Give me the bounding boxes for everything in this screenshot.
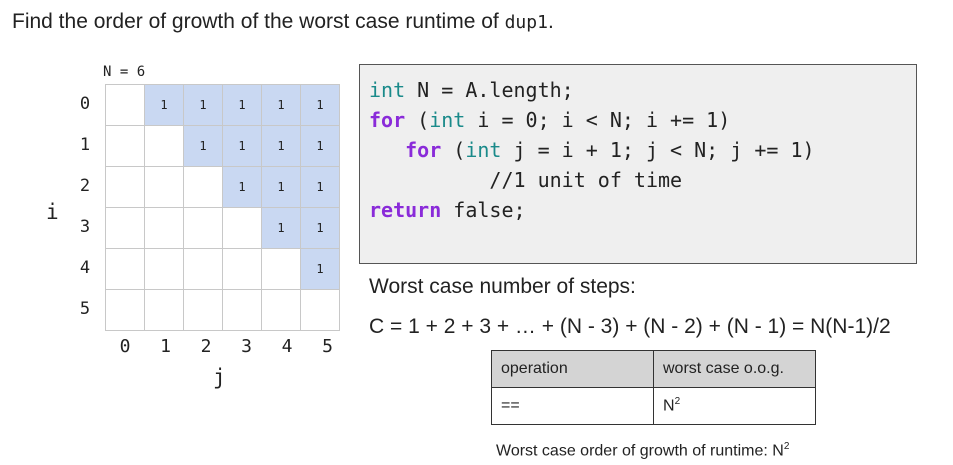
- grid-cell-empty: [106, 249, 145, 290]
- code-token: int: [369, 78, 406, 102]
- grid-cell-filled: 1: [223, 85, 262, 126]
- grid-cell-filled: 1: [262, 167, 301, 208]
- caption-exponent: 2: [783, 441, 790, 452]
- grid-cell-filled: 1: [262, 126, 301, 167]
- n-label: N = 6: [103, 64, 146, 80]
- row-label: 4: [79, 258, 91, 278]
- title-suffix: .: [547, 10, 554, 33]
- grid-cell-empty: [106, 85, 145, 126]
- table-header: operation: [491, 350, 654, 388]
- grid-cell-filled: 1: [301, 208, 340, 249]
- grid-cell-filled: 1: [184, 85, 223, 126]
- page-title: Find the order of growth of the worst ca…: [12, 10, 554, 34]
- col-label: 4: [281, 336, 293, 357]
- code-token: int: [429, 108, 466, 132]
- caption-text: Worst case order of growth of runtime: N: [496, 442, 784, 460]
- row-label: 0: [79, 94, 91, 114]
- grid-cell-empty: [223, 208, 262, 249]
- grid-cell-empty: [106, 126, 145, 167]
- grid-cell-filled: 1: [301, 167, 340, 208]
- grid-cell-empty: [223, 290, 262, 331]
- code-token: [369, 138, 405, 162]
- grid-cell-empty: [145, 126, 184, 167]
- grid-cell-empty: [106, 208, 145, 249]
- grid-cell-empty: [262, 249, 301, 290]
- code-token: false;: [441, 198, 526, 222]
- grid-cell-empty: [184, 167, 223, 208]
- code-token: for: [405, 138, 442, 162]
- grid-cell-filled: 1: [262, 85, 301, 126]
- grid-cell-filled: 1: [223, 126, 262, 167]
- row-label: 3: [79, 217, 91, 237]
- code-token: int: [465, 138, 502, 162]
- grid-cell-filled: 1: [301, 126, 340, 167]
- col-label: 3: [241, 336, 252, 357]
- row-label: 1: [79, 135, 91, 155]
- worst-case-label: Worst case number of steps:: [369, 275, 636, 298]
- grid-cell-empty: [106, 167, 145, 208]
- code-token: N = A.length;: [405, 78, 574, 102]
- grid-cell-empty: [223, 249, 262, 290]
- code-line: for (int i = 0; i < N; i += 1): [369, 105, 916, 135]
- grid-cell-filled: 1: [223, 167, 262, 208]
- grid-cell-empty: [262, 290, 301, 331]
- code-token: for: [369, 108, 406, 132]
- code-line: int N = A.length;: [369, 75, 916, 105]
- oog-exponent: 2: [674, 396, 681, 408]
- row-label: 2: [79, 176, 91, 196]
- grid-cell-empty: [301, 290, 340, 331]
- row-axis-label: i: [46, 200, 59, 224]
- table-header-row: operation worst case o.o.g.: [491, 350, 816, 388]
- grid-cell-filled: 1: [262, 208, 301, 249]
- code-token: (: [405, 108, 430, 132]
- grid-cell-empty: [145, 208, 184, 249]
- code-token: j = i + 1; j < N; j += 1): [501, 138, 815, 162]
- grid-cell-filled: 1: [145, 85, 184, 126]
- col-label: 2: [200, 336, 212, 357]
- code-token: //1 unit of time: [369, 168, 683, 192]
- step-formula: C = 1 + 2 + 3 + … + (N - 3) + (N - 2) + …: [369, 315, 891, 338]
- table-row: == N2: [491, 387, 816, 425]
- grid-cell-empty: [145, 249, 184, 290]
- grid-cell-filled: 1: [184, 126, 223, 167]
- oog-base: N: [663, 397, 675, 415]
- table-header: worst case o.o.g.: [653, 350, 816, 388]
- table-cell-oog: N2: [653, 387, 816, 425]
- col-label: 1: [160, 336, 171, 357]
- grid-cell-empty: [106, 290, 145, 331]
- order-of-growth-table: operation worst case o.o.g. == N2: [491, 350, 816, 425]
- code-line: for (int j = i + 1; j < N; j += 1): [369, 135, 916, 165]
- grid-cell-empty: [184, 290, 223, 331]
- code-block: int N = A.length;for (int i = 0; i < N; …: [359, 64, 917, 264]
- code-line: //1 unit of time: [369, 165, 916, 195]
- runtime-caption: Worst case order of growth of runtime: N…: [496, 441, 789, 460]
- code-token: i = 0; i < N; i += 1): [465, 108, 731, 132]
- grid-cell-empty: [184, 249, 223, 290]
- table-cell-operation: ==: [491, 387, 654, 425]
- grid-cell-empty: [145, 290, 184, 331]
- col-label: 0: [119, 336, 131, 357]
- col-axis-label: j: [213, 365, 226, 389]
- row-label: 5: [79, 299, 91, 319]
- code-token: (: [441, 138, 466, 162]
- grid-cell-empty: [145, 167, 184, 208]
- title-prefix: Find the order of growth of the worst ca…: [12, 10, 505, 33]
- code-line: return false;: [369, 195, 916, 225]
- grid-cell-filled: 1: [301, 249, 340, 290]
- grid-cell-filled: 1: [301, 85, 340, 126]
- grid-cell-empty: [184, 208, 223, 249]
- col-label: 5: [322, 336, 333, 357]
- code-token: return: [369, 198, 442, 222]
- title-func: dup1: [504, 12, 548, 33]
